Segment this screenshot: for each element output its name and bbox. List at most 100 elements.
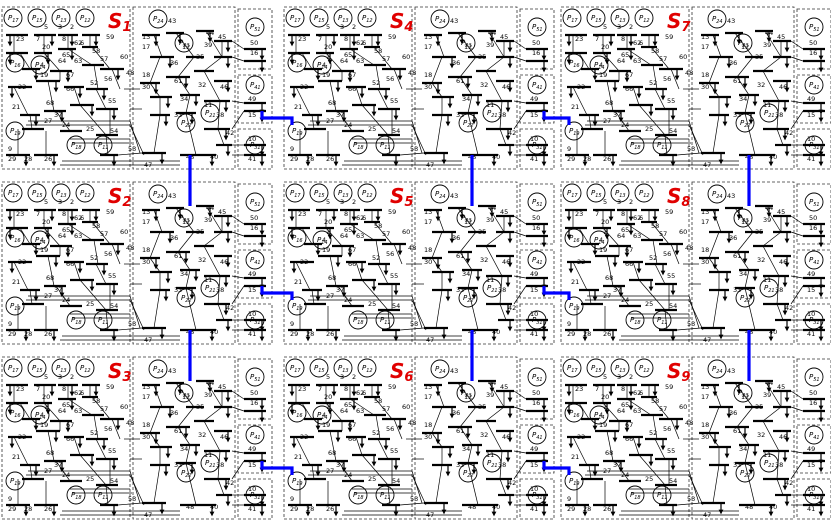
bus-number: 24 <box>621 121 629 129</box>
generator-subscript: 15 <box>36 368 42 374</box>
region-border <box>414 181 518 345</box>
bus-number: 49 <box>807 95 815 103</box>
system-label: S9 <box>667 359 690 385</box>
bus-number: 37 <box>54 286 62 294</box>
bus-number: 15 <box>530 461 538 469</box>
bus-number: 20 <box>42 218 50 226</box>
transmission-line <box>790 40 804 50</box>
transmission-line <box>47 255 55 287</box>
generator-label: P17 <box>567 189 578 199</box>
bus-number: 7 <box>318 385 322 393</box>
generator-label: P17 <box>8 14 19 24</box>
generator-label: P12 <box>80 364 91 374</box>
bus-number: 28 <box>306 505 314 513</box>
generator-icon <box>610 183 630 203</box>
generator-subscript: 19 <box>14 131 20 137</box>
transmission-line <box>13 86 29 116</box>
generator-subscript: 15 <box>595 193 601 199</box>
bus-number: 13 <box>424 33 432 41</box>
transmission-line <box>688 120 700 154</box>
generator-icon <box>562 8 582 28</box>
transmission-line <box>117 502 143 506</box>
bus-number: 62 <box>356 214 364 222</box>
generator-subscript: 22 <box>467 298 473 304</box>
bus-number: 28 <box>583 330 591 338</box>
bus-number: 17 <box>142 218 150 226</box>
bus-number: 45 <box>218 208 226 216</box>
transmission-line <box>95 263 107 285</box>
generator-subscript: 11 <box>102 320 108 326</box>
bus-number: 26 <box>326 330 334 338</box>
generator-subscript: 18 <box>75 495 81 501</box>
generator-subscript: 13 <box>60 368 66 374</box>
bus-number: 66 <box>348 435 356 443</box>
bus-number: 47 <box>703 511 711 519</box>
bus-number: 9 <box>8 320 12 328</box>
transmission-line <box>602 227 620 247</box>
bus-number: 27 <box>44 467 52 475</box>
bus-number: 1 <box>44 53 48 61</box>
generator-subscript: 17 <box>294 18 301 24</box>
generator-subscript: 16 <box>573 238 579 244</box>
generator-icon <box>625 485 645 505</box>
bus-number: 54 <box>669 302 677 310</box>
bus-number: 56 <box>104 425 112 433</box>
transmission-line <box>762 245 780 277</box>
bus-number: 54 <box>392 127 400 135</box>
generator-subscript: 23 <box>465 43 471 49</box>
bus-number: 53 <box>687 495 695 503</box>
bus-number: 43 <box>450 192 458 200</box>
bus-number: 23 <box>298 210 306 218</box>
transmission-line <box>654 88 666 110</box>
bus-number: 66 <box>348 85 356 93</box>
bus-number: 27 <box>326 467 334 475</box>
bus-number: 42 <box>508 304 516 312</box>
generator-icon <box>309 358 329 378</box>
transmission-line <box>606 255 614 287</box>
transmission-line <box>467 444 473 464</box>
bus-number: 32 <box>480 431 488 439</box>
transmission-line <box>652 64 658 90</box>
bus-number: 12 <box>741 218 749 226</box>
generator-subscript: 16 <box>573 63 579 69</box>
transmission-line <box>411 299 427 331</box>
transmission-line <box>373 221 393 245</box>
bus-number: 32 <box>757 256 765 264</box>
transmission-line <box>513 406 527 412</box>
bus-number: 56 <box>663 250 671 258</box>
generator-label: P18 <box>630 141 641 151</box>
generator-subscript: 31 <box>254 495 260 501</box>
transmission-line <box>325 402 343 422</box>
bus-number: 29 <box>567 505 575 513</box>
bus-number: 2 <box>70 23 74 31</box>
bus-number: 35 <box>478 403 486 411</box>
bus-number: 9 <box>290 145 294 153</box>
generator-icon <box>27 8 47 28</box>
transmission-line <box>47 80 55 112</box>
transmission-line <box>91 396 111 420</box>
bus-number: 61 <box>456 252 464 260</box>
bus-number: 66 <box>348 260 356 268</box>
bus-number: 65 <box>344 401 352 409</box>
generator-subscript: 23 <box>742 393 748 399</box>
generator-subscript: 22 <box>185 123 191 129</box>
bus-number: 47 <box>703 336 711 344</box>
generator-label: P16 <box>10 409 21 419</box>
transmission-line <box>231 56 245 62</box>
bus-number: 11 <box>204 451 212 459</box>
bus-number: 18 <box>424 246 432 254</box>
bus-number: 49 <box>530 445 538 453</box>
bus-number: 17 <box>424 218 432 226</box>
generator-icon <box>245 192 265 212</box>
generator-label: P21 <box>487 109 498 119</box>
bus-number: 66 <box>625 435 633 443</box>
generator-subscript: 23 <box>183 43 189 49</box>
generator-icon <box>287 471 307 491</box>
bus-number: 42 <box>226 304 234 312</box>
transmission-line <box>231 40 245 50</box>
bus-number: 5 <box>326 373 330 381</box>
bus-number: 59 <box>106 208 114 216</box>
generator-label: P11 <box>657 141 668 151</box>
generator-icon <box>348 135 368 155</box>
